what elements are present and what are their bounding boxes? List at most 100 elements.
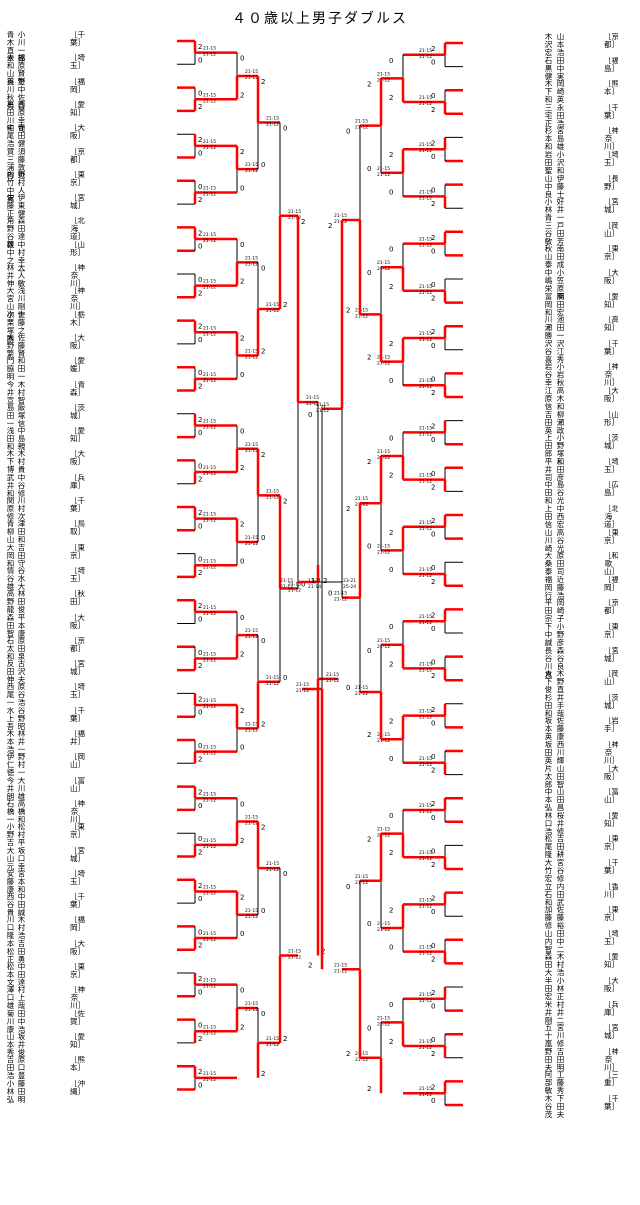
set-count: 0 [431, 342, 435, 350]
set-count: 2 [198, 383, 202, 391]
score-label: 21-15 [419, 520, 432, 526]
set-count: 0 [198, 895, 202, 903]
set-count: 0 [346, 684, 350, 692]
set-count: 0 [431, 59, 435, 67]
player-name: 浅川剛士 [17, 287, 26, 320]
player-name: 片太郎 [544, 764, 553, 789]
score-label: 21-12 [419, 620, 432, 626]
score-label: 21-12 [203, 191, 216, 197]
set-count: 2 [198, 942, 202, 950]
player-name: 関原修 [6, 497, 15, 521]
score-label: 21-12 [334, 219, 347, 225]
player-name: 情谷雄 [6, 566, 15, 591]
player-name: 五十嵐 [544, 1024, 553, 1049]
set-count: 0 [431, 187, 435, 195]
player-name: 工藤秀 [556, 1071, 565, 1096]
prefecture-name: ［沖縄］ [70, 1079, 85, 1096]
set-count: 0 [198, 150, 202, 158]
set-count: 2 [240, 278, 244, 286]
prefecture-name: ［東京］ [604, 835, 618, 852]
score-label: 21-15 [419, 661, 432, 667]
prefecture-name: ［大阪］ [70, 450, 85, 467]
score-label: 21-15 [245, 721, 258, 727]
prefecture-name: ［大阪］ [604, 269, 618, 285]
player-name: 池田一 [556, 316, 565, 341]
prefecture-name: ［和歌山］ [604, 552, 618, 577]
player-name: 大野繁 [6, 333, 15, 358]
set-count: 0 [431, 436, 435, 444]
set-count: 2 [431, 45, 435, 53]
score-label: 21-15 [203, 558, 216, 564]
score-label: 21-12 [377, 77, 390, 83]
player-name: 中田誠 [17, 893, 26, 918]
score-label: 21-15 [377, 71, 390, 77]
score-label: 21-12 [377, 361, 390, 367]
player-name: 秋山泰 [544, 245, 553, 270]
left-entry: 石橋一高橋和［神奈川］ [6, 800, 86, 836]
score-label: 21-12 [245, 261, 258, 267]
prefecture-name: ［大阪］ [604, 764, 618, 781]
right-entry: 木沢宏山本浩［京都］ [468, 33, 618, 69]
player-name: 松村平 [17, 823, 26, 848]
score-label: 21-12 [355, 313, 368, 319]
set-count: 0 [389, 623, 393, 631]
prefecture-name: ［愛知］ [604, 292, 618, 309]
prefecture-name: ［埼玉］ [70, 566, 85, 583]
set-count: 0 [240, 800, 244, 808]
player-name: 原谷浩 [17, 683, 26, 708]
score-label: 21-12 [203, 797, 216, 803]
set-count: 2 [346, 505, 350, 513]
player-name: 澤口雄 [6, 986, 15, 1011]
score-label: 21-15 [355, 1051, 368, 1057]
prefecture-name: ［埼玉］ [70, 869, 85, 886]
score-label: 21-12 [203, 285, 216, 291]
score-label: 21-12 [203, 145, 216, 151]
player-name: 古沢夫 [17, 660, 26, 685]
set-count: 0 [389, 188, 393, 196]
right-entry: 山内智田中二［埼玉］ [468, 930, 618, 966]
player-name: 石田川和 [6, 100, 15, 133]
score-label: 21-15 [355, 685, 368, 691]
score-label: 21-12 [296, 688, 309, 694]
prefecture-name: ［佐賀］ [70, 1009, 85, 1026]
player-name: 沢谷喜 [544, 339, 553, 364]
set-count: 0 [431, 92, 435, 100]
player-name: 島田一 [6, 403, 15, 428]
prefecture-name: ［大阪］ [604, 387, 618, 403]
set-count: 2 [198, 196, 202, 204]
score-label: 21-12 [326, 678, 339, 684]
player-name: 阿部敏 [544, 1071, 553, 1096]
set-count: 0 [431, 281, 435, 289]
set-count: 2 [389, 660, 393, 668]
score-label: 21-12 [377, 927, 390, 933]
player-name: 高谷光 [556, 528, 565, 553]
right-entry: 下中誠小野彦［東京］ [468, 623, 618, 659]
player-name: 大山元 [6, 846, 15, 871]
player-name: 上田郎 [544, 434, 553, 459]
player-name: 好井一 [556, 198, 565, 223]
score-label: 21-12 [203, 704, 216, 710]
set-count: 2 [198, 662, 202, 670]
set-count: 2 [431, 106, 435, 114]
player-name: 下田夫 [556, 1095, 565, 1119]
set-count: 2 [240, 464, 244, 472]
player-name: 木下博 [6, 450, 15, 475]
left-entry: 吉田浩原口豊［熊本］ [6, 1056, 86, 1092]
left-entry: 青木直幸小川一郎［千葉］ [6, 31, 86, 67]
score-label: 21-12 [203, 937, 216, 943]
set-count: 0 [431, 659, 435, 667]
prefecture-name: ［神奈川］ [70, 799, 85, 824]
player-name: 中本弘 [544, 788, 553, 813]
prefecture-name: ［神奈川］ [604, 741, 618, 765]
set-count: 0 [431, 375, 435, 383]
score-label: 21-15 [326, 672, 339, 678]
player-name: 吉田明 [556, 1047, 565, 1072]
set-count: 2 [367, 731, 371, 739]
right-entry: 富岡和高田宏［愛知］ [468, 293, 618, 329]
score-label: 21-15 [288, 209, 301, 215]
set-count: 2 [198, 975, 202, 983]
set-count: 2 [389, 94, 393, 102]
prefecture-name: ［宮城］ [70, 660, 85, 677]
player-name: 高木和 [556, 387, 565, 411]
prefecture-name: ［愛知］ [604, 811, 618, 828]
